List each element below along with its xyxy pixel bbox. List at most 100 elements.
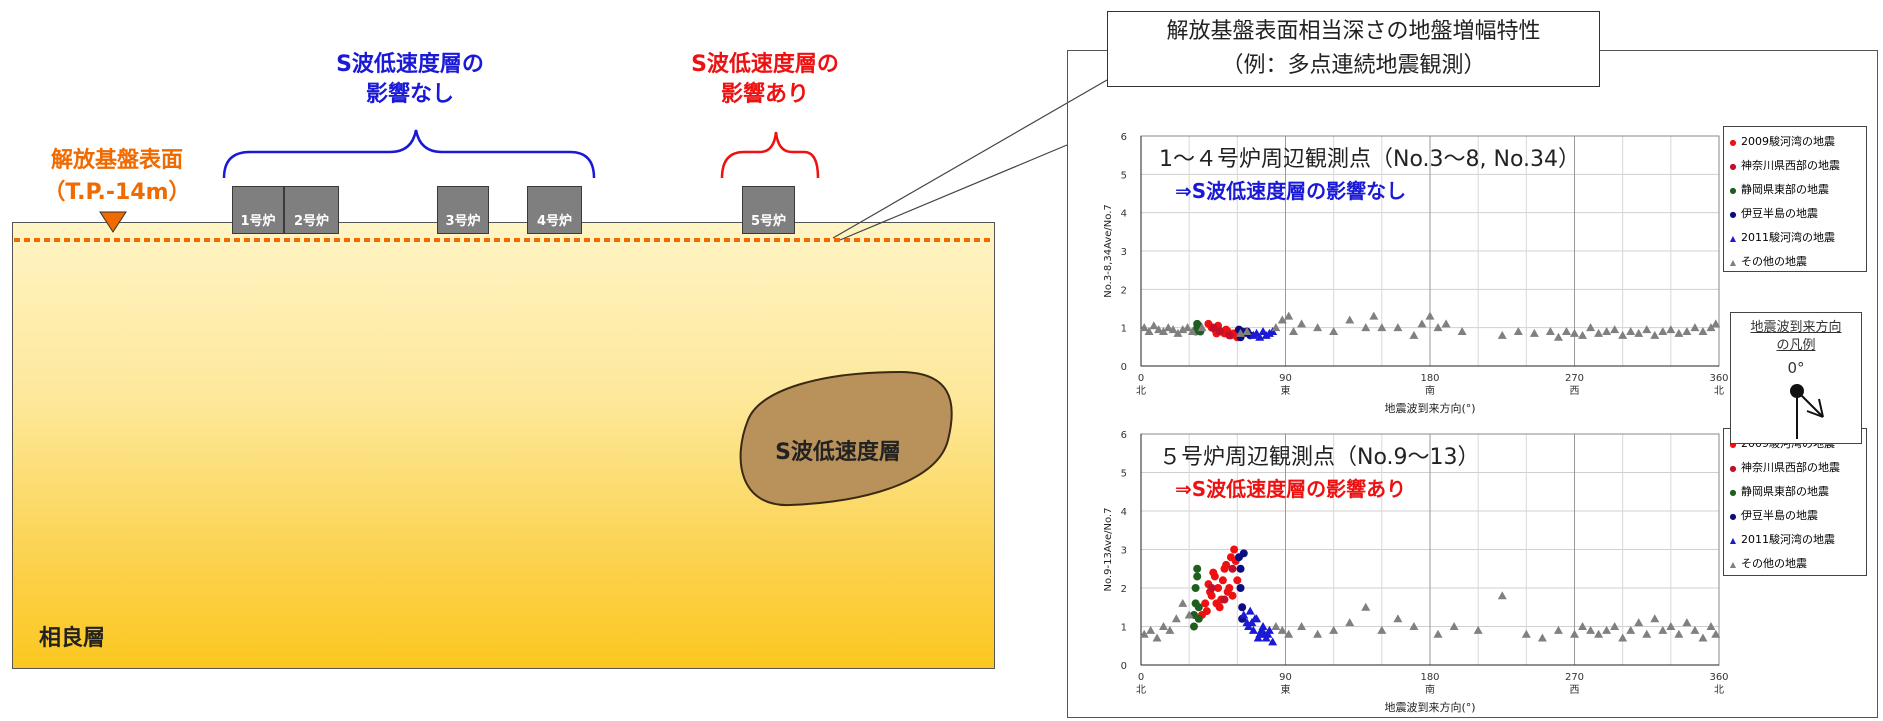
chart-2-legend-marker-4: ▲ (1729, 536, 1737, 545)
chart-1-legend-marker-4: ▲ (1729, 234, 1737, 243)
reactor-3: 3号炉 (437, 186, 489, 234)
chart-2-legend-item-4: ▲2011駿河湾の地震 (1728, 528, 1862, 552)
chart-1-xtick-dir-1: 東 (1281, 384, 1291, 397)
chart-1-series-5-point-6 (1168, 325, 1178, 334)
callout-line-upper (832, 79, 1108, 239)
chart-2-series-5-point-2 (1152, 633, 1162, 642)
chart-2-ytick-6: 6 (1121, 430, 1127, 441)
chart-2-series-5-point-26 (1570, 629, 1579, 638)
bedrock-label: 解放基盤表面 （T.P.-14m） (12, 145, 222, 209)
chart-2-series-3-point-3 (1238, 603, 1247, 612)
chart-1-legend-label-0: 2009駿河湾の地震 (1741, 135, 1835, 148)
chart-1-series-5-point-41 (1594, 328, 1604, 337)
chart-2-legend-label-5: その他の地震 (1741, 557, 1807, 570)
chart-2-series-5-point-34 (1634, 618, 1644, 627)
chart-2-xtick-dir-1: 東 (1281, 683, 1291, 696)
chart-1-ytick-2: 2 (1121, 285, 1127, 296)
chart-1-series-5-point-54 (1698, 327, 1708, 335)
chart-2-series-1-point-2 (1228, 564, 1237, 573)
chart-2-series-5-point-3 (1158, 622, 1168, 630)
chart-2-legend-marker-3: ● (1729, 512, 1737, 521)
chart-1-series-5-point-40 (1586, 323, 1596, 332)
chart-1-legend-item-4: ▲2011駿河湾の地震 (1728, 226, 1862, 250)
reactor-5-label: 5号炉 (750, 214, 787, 229)
chart-1-series-5-point-52 (1682, 327, 1692, 335)
chart-2-series-5-point-21 (1473, 625, 1483, 634)
chart-2-series-3-point-2 (1236, 584, 1245, 592)
chart-1-series-1-point-1 (1215, 327, 1224, 336)
chart-2-series-0-point-20 (1225, 584, 1234, 592)
chart-2-series-5-point-15 (1361, 602, 1371, 611)
chart-2-series-4-point-14 (1247, 618, 1257, 627)
chart-1-series-5-point-25 (1393, 323, 1403, 332)
chart-1-series-5-point-20 (1329, 327, 1339, 335)
chart-1-series-5-point-50 (1666, 325, 1676, 334)
chart-1-xtick-4: 360 (1709, 373, 1728, 384)
chart-2-series-5-point-7 (1184, 610, 1194, 619)
chart-1-series-5-point-34 (1529, 328, 1539, 337)
chart-2-series-2-point-7 (1194, 614, 1203, 623)
chart-1-series-5-point-0 (1139, 323, 1149, 332)
chart-1-legend-item-0: ● 2009駿河湾の地震 (1728, 130, 1862, 154)
chart-2-legend-label-2: 静岡県東部の地震 (1741, 485, 1829, 498)
chart-1-legend-marker-0: ● (1729, 138, 1737, 147)
chart-1-series-5-point-53 (1690, 323, 1700, 332)
reactor-5: 5号炉 (742, 186, 795, 234)
chart-2-series-5-point-19 (1433, 629, 1443, 638)
chart-1-series-5-point-14 (1271, 323, 1281, 332)
chart-1-title: 1～４号炉周辺観測点（No.3～8, No.34） (1159, 147, 1580, 172)
chart-2-series-5-point-0 (1139, 629, 1149, 638)
brace-effect (720, 131, 820, 179)
chart-1-legend-marker-2: ● (1729, 186, 1737, 195)
chart-1-series-5-point-13 (1242, 327, 1252, 335)
chart-2-legend-marker-0: ● (1729, 440, 1737, 449)
reactor-1: 1号炉 (232, 186, 284, 234)
chart-1-series-5-point-16 (1284, 311, 1294, 320)
low-velocity-label: S波低速度層 (775, 440, 901, 465)
chart-2-series-2-point-6 (1194, 603, 1203, 612)
chart-2-series-4-point-15 (1253, 633, 1263, 642)
chart-2-xtick-dir-4: 北 (1714, 684, 1724, 696)
chart-1-ytick-3: 3 (1121, 247, 1127, 258)
chart-2-legend-item-1: ●神奈川県西部の地震 (1728, 456, 1862, 480)
chart-2-series-5-point-20 (1449, 622, 1459, 630)
chart-2-series-5-point-1 (1146, 625, 1156, 634)
chart-2-ytick-3: 3 (1121, 546, 1127, 557)
reactor-4-label: 4号炉 (536, 214, 573, 229)
low-velocity-layer (739, 370, 953, 507)
chart-2-series-5-point-44 (1711, 629, 1721, 638)
bedrock-overlay (14, 211, 994, 507)
bedrock-label-line1: 解放基盤表面 (50, 148, 183, 173)
bedrock-marker-triangle (99, 211, 127, 233)
chart-1-series-5-point-39 (1578, 330, 1588, 339)
chart-2-series-4-point-16 (1260, 629, 1270, 638)
chart-2-series-0-point-1 (1201, 599, 1210, 608)
chart-2-series-0-point-16 (1228, 591, 1237, 600)
chart-1-series-5-point-5 (1163, 323, 1173, 332)
chart-2-ytick-5: 5 (1121, 469, 1127, 480)
chart-1-series-5-point-47 (1642, 325, 1652, 334)
chart-1-legend-item-5: ▲その他の地震 (1728, 250, 1862, 274)
chart-1-xtick-0: 0 (1138, 373, 1144, 384)
chart-1-ytick-1: 1 (1121, 324, 1127, 335)
chart-1-series-5-point-23 (1369, 311, 1379, 320)
direction-angle-label: 0° (1787, 359, 1805, 377)
chart-2-series-5-point-10 (1284, 629, 1294, 638)
chart-2-series-4-point-2 (1245, 606, 1255, 615)
chart-2-ytick-0: 0 (1121, 661, 1127, 672)
chart-1-legend-item-1: ●神奈川県西部の地震 (1728, 154, 1862, 178)
effect-label-line1: S波低速度層の (691, 52, 839, 77)
chart-2-xtick-2: 180 (1420, 672, 1439, 683)
panel-title-box: 解放基盤表面相当深さの地盤増幅特性 （例：多点連続地震観測） (1107, 11, 1600, 87)
chart-1-series-5-point-21 (1345, 315, 1355, 324)
chart-2-series-0-point-11 (1233, 576, 1242, 585)
chart-2-title: ５号炉周辺観測点（No.9～13） (1159, 445, 1480, 470)
chart-2-series-0-point-19 (1218, 576, 1227, 585)
chart-1-series-5-point-46 (1634, 328, 1644, 337)
chart-2-legend-marker-5: ▲ (1729, 560, 1737, 569)
chart-2-xlabel: 地震波到来方向(°) (1384, 700, 1475, 714)
chart-2-ytick-4: 4 (1121, 507, 1127, 518)
chart-2-series-5-point-40 (1682, 618, 1692, 627)
chart-1-xtick-dir-2: 南 (1425, 384, 1435, 397)
ground-label: 相良層 (39, 626, 106, 651)
